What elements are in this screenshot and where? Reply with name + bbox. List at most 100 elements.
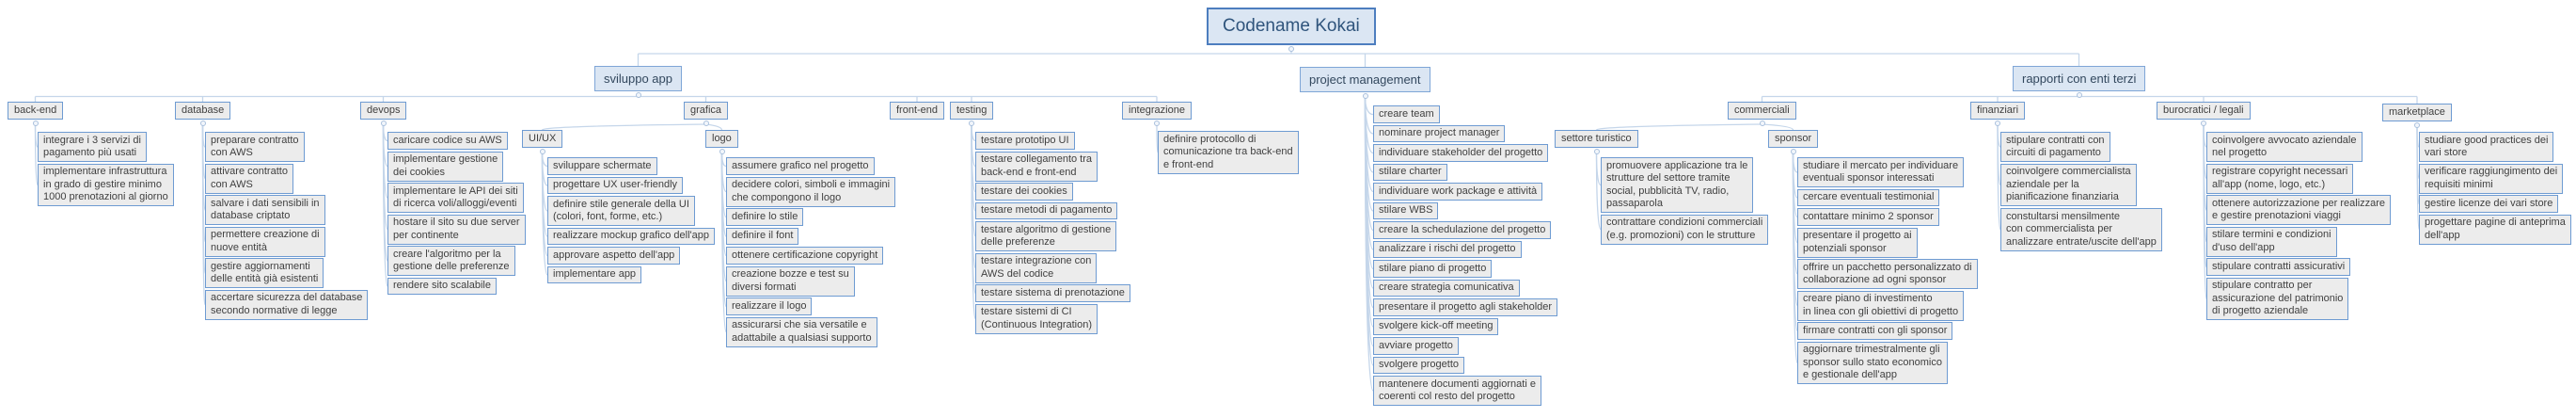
task-node[interactable]: cercare eventuali testimonial bbox=[1797, 188, 1940, 206]
task-node[interactable]: contrattare condizioni commerciali (e.g.… bbox=[1601, 214, 1769, 245]
category-node-sponsor[interactable]: sponsor bbox=[1768, 130, 1819, 148]
fold-handle[interactable] bbox=[2076, 92, 2082, 98]
task-node[interactable]: offrire un pacchetto personalizzato di c… bbox=[1797, 259, 1978, 289]
task-node[interactable]: stipulare contratto per assicurazione de… bbox=[2206, 277, 2349, 320]
task-node[interactable]: stipulare contratti assicurativi bbox=[2206, 258, 2351, 276]
task-node[interactable]: rendere sito scalabile bbox=[387, 277, 497, 295]
branch-node-project-management[interactable]: project management bbox=[1300, 67, 1430, 92]
task-node[interactable]: preparare contratto con AWS bbox=[205, 132, 305, 162]
task-node[interactable]: creare l'algoritmo per la gestione delle… bbox=[387, 246, 515, 276]
task-node[interactable]: stilare piano di progetto bbox=[1373, 260, 1493, 278]
task-node[interactable]: stilare WBS bbox=[1373, 201, 1439, 219]
task-node[interactable]: mantenere documenti aggiornati e coerent… bbox=[1373, 376, 1541, 406]
task-node[interactable]: implementare infrastruttura in grado di … bbox=[38, 163, 174, 206]
task-node[interactable]: implementare app bbox=[547, 265, 642, 283]
task-node[interactable]: salvare i dati sensibili in database cri… bbox=[205, 195, 325, 225]
task-node[interactable]: avviare progetto bbox=[1373, 337, 1459, 355]
task-node[interactable]: nominare project manager bbox=[1373, 124, 1506, 142]
task-node[interactable]: creare la schedulazione del progetto bbox=[1373, 221, 1552, 239]
task-node[interactable]: approvare aspetto dell'app bbox=[547, 247, 681, 265]
task-node[interactable]: definire stile generale della UI (colori… bbox=[547, 196, 695, 226]
fold-handle[interactable] bbox=[1759, 121, 1765, 126]
fold-handle[interactable] bbox=[1362, 93, 1368, 99]
category-node-database[interactable]: database bbox=[175, 102, 231, 120]
fold-handle[interactable] bbox=[2414, 122, 2420, 128]
task-node[interactable]: coinvolgere avvocato aziendale nel proge… bbox=[2206, 132, 2363, 162]
fold-handle[interactable] bbox=[199, 121, 206, 126]
category-node-logo[interactable]: logo bbox=[705, 130, 738, 148]
task-node[interactable]: realizzare mockup grafico dell'app bbox=[547, 227, 715, 245]
fold-handle[interactable] bbox=[2201, 121, 2206, 126]
task-node[interactable]: testare collegamento tra back-end e fron… bbox=[975, 151, 1098, 182]
task-node[interactable]: progettare UX user-friendly bbox=[547, 176, 684, 194]
task-node[interactable]: testare prototipo UI bbox=[975, 132, 1075, 150]
fold-handle[interactable] bbox=[1995, 121, 2000, 126]
task-node[interactable]: progettare pagine di anteprima dell'app bbox=[2419, 214, 2571, 245]
task-node[interactable]: individuare work package e attività bbox=[1373, 183, 1543, 201]
task-node[interactable]: sviluppare schermate bbox=[547, 157, 657, 175]
task-node[interactable]: gestire aggiornamenti delle entità già e… bbox=[205, 258, 324, 288]
task-node[interactable]: contattare minimo 2 sponsor bbox=[1797, 208, 1939, 226]
category-node-devops[interactable]: devops bbox=[360, 102, 407, 120]
fold-handle[interactable] bbox=[539, 149, 545, 154]
task-node[interactable]: testare metodi di pagamento bbox=[975, 201, 1118, 219]
task-node[interactable]: creare team bbox=[1373, 105, 1440, 123]
task-node[interactable]: analizzare i rischi del progetto bbox=[1373, 240, 1522, 258]
task-node[interactable]: aggiornare trimestralmente gli sponsor s… bbox=[1797, 341, 1948, 384]
fold-handle[interactable] bbox=[1790, 149, 1796, 154]
task-node[interactable]: creazione bozze e test su diversi format… bbox=[726, 265, 855, 297]
task-node[interactable]: realizzare il logo bbox=[726, 297, 813, 315]
task-node[interactable]: assumere grafico nel progetto bbox=[726, 157, 875, 175]
fold-handle[interactable] bbox=[380, 121, 387, 126]
category-node-testing[interactable]: testing bbox=[950, 102, 994, 120]
fold-handle[interactable] bbox=[32, 121, 39, 126]
branch-node-rapporti-enti-terzi[interactable]: rapporti con enti terzi bbox=[2013, 66, 2146, 91]
category-node-burocratici-legali[interactable]: burocratici / legali bbox=[2157, 102, 2251, 120]
task-node[interactable]: decidere colori, simboli e immagini che … bbox=[726, 176, 896, 207]
root-node-root[interactable]: Codename Kokai bbox=[1207, 8, 1376, 45]
task-node[interactable]: definire il font bbox=[726, 227, 799, 245]
category-node-finanziari[interactable]: finanziari bbox=[1970, 102, 2026, 120]
task-node[interactable]: svolgere kick-off meeting bbox=[1373, 317, 1499, 335]
task-node[interactable]: attivare contratto con AWS bbox=[205, 163, 293, 194]
task-node[interactable]: registrare copyright necessari all'app (… bbox=[2206, 163, 2354, 194]
branch-node-sviluppo-app[interactable]: sviluppo app bbox=[594, 66, 682, 91]
task-node[interactable]: assicurarsi che sia versatile e adattabi… bbox=[726, 316, 877, 347]
task-node[interactable]: definire lo stile bbox=[726, 208, 804, 226]
task-node[interactable]: studiare il mercato per individuare even… bbox=[1797, 157, 1965, 187]
fold-handle[interactable] bbox=[969, 121, 974, 126]
task-node[interactable]: permettere creazione di nuove entità bbox=[205, 226, 325, 257]
category-node-back-end[interactable]: back-end bbox=[8, 102, 64, 120]
task-node[interactable]: constultarsi mensilmente con commerciali… bbox=[2000, 208, 2162, 251]
fold-handle[interactable] bbox=[719, 149, 725, 154]
category-node-ui-ux[interactable]: UI/UX bbox=[522, 130, 563, 148]
fold-handle[interactable] bbox=[1288, 46, 1294, 52]
task-node[interactable]: integrare i 3 servizi di pagamento più u… bbox=[38, 132, 147, 162]
category-node-settore-turistico[interactable]: settore turistico bbox=[1555, 130, 1638, 148]
task-node[interactable]: promuovere applicazione tra le strutture… bbox=[1601, 157, 1754, 213]
category-node-integrazione[interactable]: integrazione bbox=[1122, 102, 1192, 120]
category-node-grafica[interactable]: grafica bbox=[684, 102, 729, 120]
task-node[interactable]: creare strategia comunicativa bbox=[1373, 279, 1520, 297]
task-node[interactable]: gestire licenze dei vari store bbox=[2419, 195, 2559, 213]
task-node[interactable]: verificare raggiungimento dei requisiti … bbox=[2419, 163, 2564, 194]
task-node[interactable]: ottenere certificazione copyright bbox=[726, 247, 884, 265]
task-node[interactable]: caricare codice su AWS bbox=[387, 132, 508, 150]
task-node[interactable]: firmare contratti con gli sponsor bbox=[1797, 322, 1953, 340]
fold-handle[interactable] bbox=[1154, 121, 1160, 126]
fold-handle[interactable] bbox=[635, 92, 641, 98]
category-node-commerciali[interactable]: commerciali bbox=[1728, 102, 1796, 120]
task-node[interactable]: definire protocollo di comunicazione tra… bbox=[1158, 131, 1299, 174]
task-node[interactable]: stilare termini e condizioni d'uso dell'… bbox=[2206, 226, 2337, 257]
fold-handle[interactable] bbox=[703, 121, 709, 126]
task-node[interactable]: hostare il sito su due server per contin… bbox=[387, 214, 526, 245]
task-node[interactable]: individuare stakeholder del progetto bbox=[1373, 144, 1549, 162]
task-node[interactable]: stipulare contratti con circuiti di paga… bbox=[2000, 132, 2110, 162]
task-node[interactable]: accertare sicurezza del database secondo… bbox=[205, 289, 369, 320]
task-node[interactable]: presentare il progetto ai potenziali spo… bbox=[1797, 227, 1918, 258]
task-node[interactable]: stilare charter bbox=[1373, 163, 1447, 181]
task-node[interactable]: testare algoritmo di gestione delle pref… bbox=[975, 221, 1117, 251]
task-node[interactable]: presentare il progetto agli stakeholder bbox=[1373, 298, 1558, 316]
task-node[interactable]: creare piano di investimento in linea co… bbox=[1797, 290, 1965, 321]
task-node[interactable]: studiare good practices dei vari store bbox=[2419, 132, 2554, 162]
